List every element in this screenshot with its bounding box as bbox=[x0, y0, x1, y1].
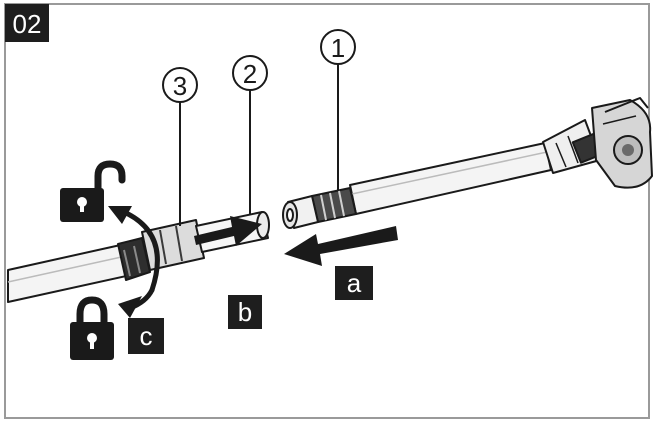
padlock-unlocked-icon bbox=[60, 160, 126, 222]
rotate-arrow-icon bbox=[125, 211, 160, 293]
step-label-a-text: a bbox=[347, 268, 362, 298]
callout-2-label: 2 bbox=[243, 59, 257, 89]
step-badge: 02 bbox=[5, 4, 49, 42]
step-badge-text: 02 bbox=[13, 9, 42, 39]
push-arrow-icon bbox=[194, 216, 262, 246]
callout-2: 2 bbox=[232, 55, 268, 91]
step-label-c: c bbox=[128, 318, 164, 354]
push-arrow-icon bbox=[284, 226, 398, 266]
callout-1-label: 1 bbox=[331, 33, 345, 63]
callout-1: 1 bbox=[320, 29, 356, 65]
upper-pole bbox=[349, 97, 653, 215]
step-label-b-text: b bbox=[238, 297, 252, 327]
callout-3: 3 bbox=[162, 67, 198, 103]
step-label-a: a bbox=[335, 266, 373, 300]
padlock-locked-icon bbox=[70, 296, 114, 360]
step-label-c-text: c bbox=[140, 321, 153, 351]
pole-connector-1 bbox=[282, 187, 357, 229]
step-label-b: b bbox=[228, 295, 262, 329]
rotate-arrow-head-up bbox=[108, 206, 132, 224]
callout-3-label: 3 bbox=[173, 71, 187, 101]
